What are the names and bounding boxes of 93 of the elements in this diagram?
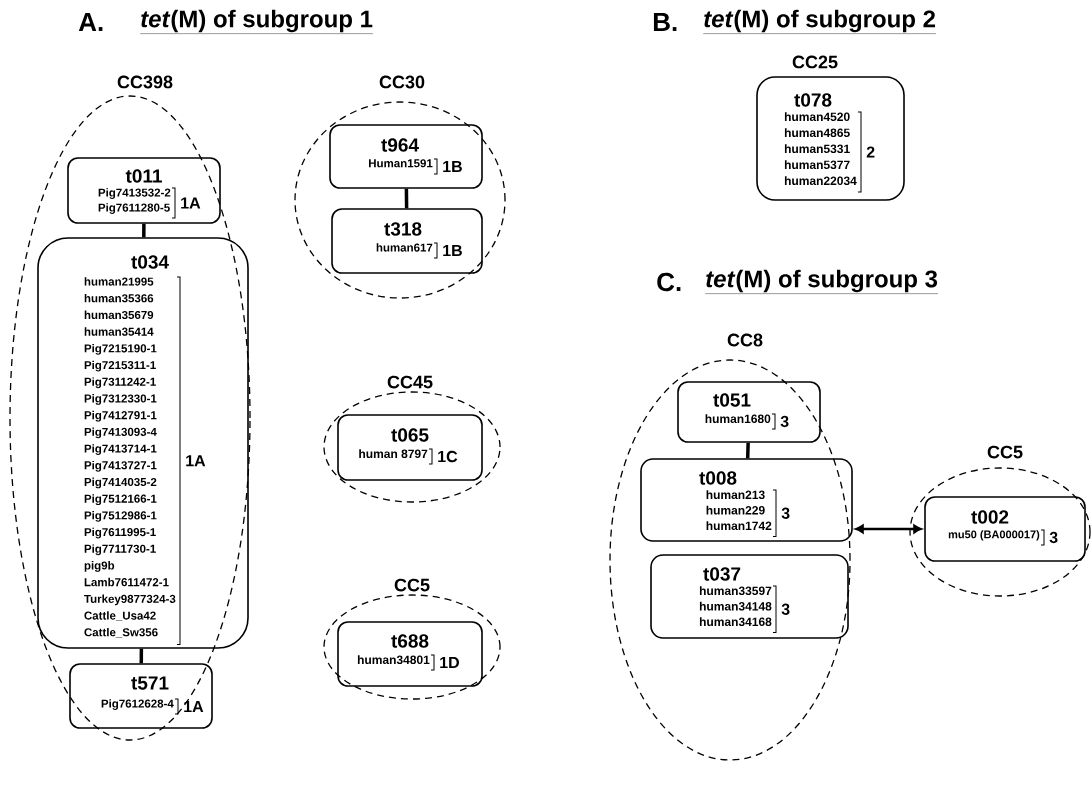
cluster-label: CC30 [379,75,425,89]
node-label: Lamb7611472-1 [84,577,169,587]
node-label: human5331 [784,144,850,154]
box-title: t078 [794,93,832,107]
box-title: t002 [971,510,1009,524]
node-label: pig9b [84,561,115,572]
box-title: t688 [391,634,429,648]
group-code: 3 [780,415,789,428]
cluster-label: CC398 [117,75,173,89]
box-title: t964 [381,138,419,152]
strain-box [650,554,849,639]
cluster-label: CC5 [987,445,1023,459]
node-label: human5377 [784,160,850,170]
cluster-label: CC8 [727,333,763,347]
strain-list: human21995 human35366 human35679 human35414 Pig7215190-1 Pig7215311-1 Pig7311242-1 Pig7312330-1 Pig7412791-1 Pig7413093-4 Pig7413714-1 Pig7413727-1 Pig7414035-2 Pig7512166-1 Pig7512986-1 Pig7611995-1 Pig7711730-1 pig9b Lamb7611472-1 Turkey9877324-3 Cattle_Usa42 Cattle_Sw356 [84,277,176,638]
box-title: t037 [703,567,741,581]
strain-box [640,458,853,542]
arrow [855,524,922,534]
cluster-label: CC25 [792,55,838,69]
strain-box [37,237,249,649]
connector-line [142,223,146,238]
panel-letter: B. [653,13,677,31]
group-code: 1A [181,197,201,209]
node-label: Pig7312330-1 [84,394,157,405]
group-code: 1A [186,455,206,467]
node-label: human35679 [84,310,154,320]
strain-list: human617 [376,243,433,252]
node-label: Pig7215190-1 [84,344,157,355]
node-label: human22034 [784,176,857,186]
strain-list: human213 human229 human1742 [706,490,772,530]
cluster-label: CC45 [387,375,433,389]
group-code: 1B [443,161,462,172]
group-code: 1A [184,701,204,712]
node-label: Pig7413727-1 [84,460,157,472]
node-label: Pig7611995-1 [84,527,156,539]
strain-box [67,157,221,224]
node-label: human4520 [784,112,850,122]
connector-line [139,648,144,664]
node-label: human35366 [84,293,154,303]
panel-heading: tet(M) of subgroup 2 [703,9,937,34]
box-title: t008 [699,471,737,485]
strain-box [69,663,213,729]
box-title: t571 [131,676,169,690]
node-label: human4865 [784,128,850,138]
strain-list: human1680 [705,414,771,423]
box-title: t065 [391,428,429,442]
group-code: 1B [443,245,462,256]
strain-list: human 8797 [359,449,428,458]
group-code: 1C [438,450,458,463]
connector-line [404,188,409,209]
strain-list: human33597 human34148 human34168 [699,586,772,627]
node-label: Pig7512986-1 [84,511,157,522]
strain-list: Human1591 [369,159,433,168]
group-code: 1D [440,657,459,668]
node-label: Cattle_Usa42 [84,611,156,621]
strain-box [331,208,483,274]
strain-box [337,621,483,687]
box-title: t011 [125,169,162,183]
strain-box [924,496,1086,562]
strain-box [329,124,483,189]
group-code: 3 [781,507,790,519]
strain-list: Pig7413532-2 Pig7611280-5 [98,188,171,214]
node-label: Turkey9877324-3 [84,594,176,606]
group-code: 2 [866,146,875,158]
node-label: Pig7711730-1 [84,544,156,556]
panel-heading: tet(M) of subgroup 3 [705,269,939,294]
cluster-label: CC5 [394,578,430,592]
node-label: Pig7215311-1 [84,360,156,372]
node-label: Pig7512166-1 [84,494,157,506]
node-label: Pig7413093-4 [84,427,157,439]
connector-line [745,442,750,459]
panel-letter: A. [78,13,103,31]
node-label: human35414 [84,327,154,336]
node-label: Cattle_Sw356 [84,627,158,638]
strain-box [756,55,905,201]
strain-list: mu50 (BA000017) [948,530,1040,541]
group-code: 3 [781,603,790,615]
box-title: t034 [131,255,169,269]
panel-heading: tet(M) of subgroup 1 [140,9,374,34]
node-label: Pig7311242-1 [84,377,156,389]
panel-letter: C. [657,272,681,292]
strain-box [337,414,483,481]
group-code: 3 [1049,531,1058,544]
node-label: Pig7412791-1 [84,410,157,422]
node-label: Pig7413714-1 [84,444,157,455]
node-label: Pig7414035-2 [84,477,157,489]
strain-list: human34801 [357,655,430,665]
node-label: human21995 [84,277,154,286]
box-title: t318 [384,222,422,236]
strain-list: human4520 human4865 human5331 human5377 human22034 [784,112,857,186]
strain-box [677,381,821,443]
strain-list: Pig7612628-4 [101,699,174,710]
box-title: t051 [713,393,751,407]
